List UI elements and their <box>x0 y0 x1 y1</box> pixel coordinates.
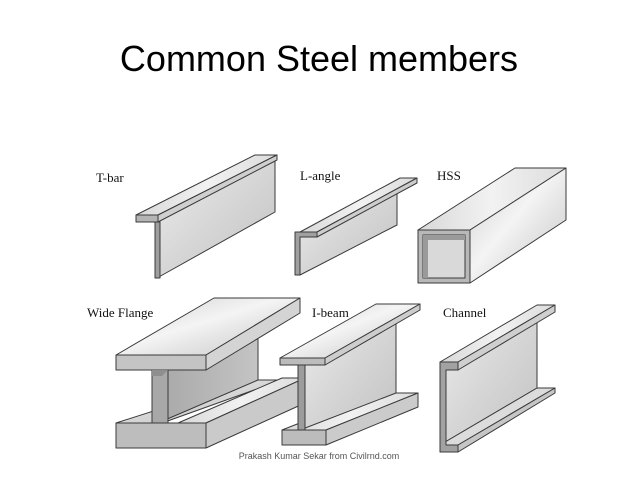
wide-flange-icon <box>115 297 306 449</box>
credit-text: Prakash Kumar Sekar from Civilrnd.com <box>238 451 400 461</box>
t-bar-label: T-bar <box>96 170 124 185</box>
l-angle-icon <box>294 177 418 276</box>
t-bar-icon <box>135 154 278 279</box>
hss-icon <box>417 167 567 284</box>
channel-icon <box>439 304 556 453</box>
l-angle-label: L-angle <box>300 168 341 183</box>
slide-title: Common Steel members <box>119 38 519 79</box>
hss-label: HSS <box>437 168 461 183</box>
i-beam-icon <box>279 303 421 446</box>
i-beam-label: I-beam <box>312 305 349 320</box>
channel-label: Channel <box>443 305 487 320</box>
wide-flange-label: Wide Flange <box>87 305 154 320</box>
